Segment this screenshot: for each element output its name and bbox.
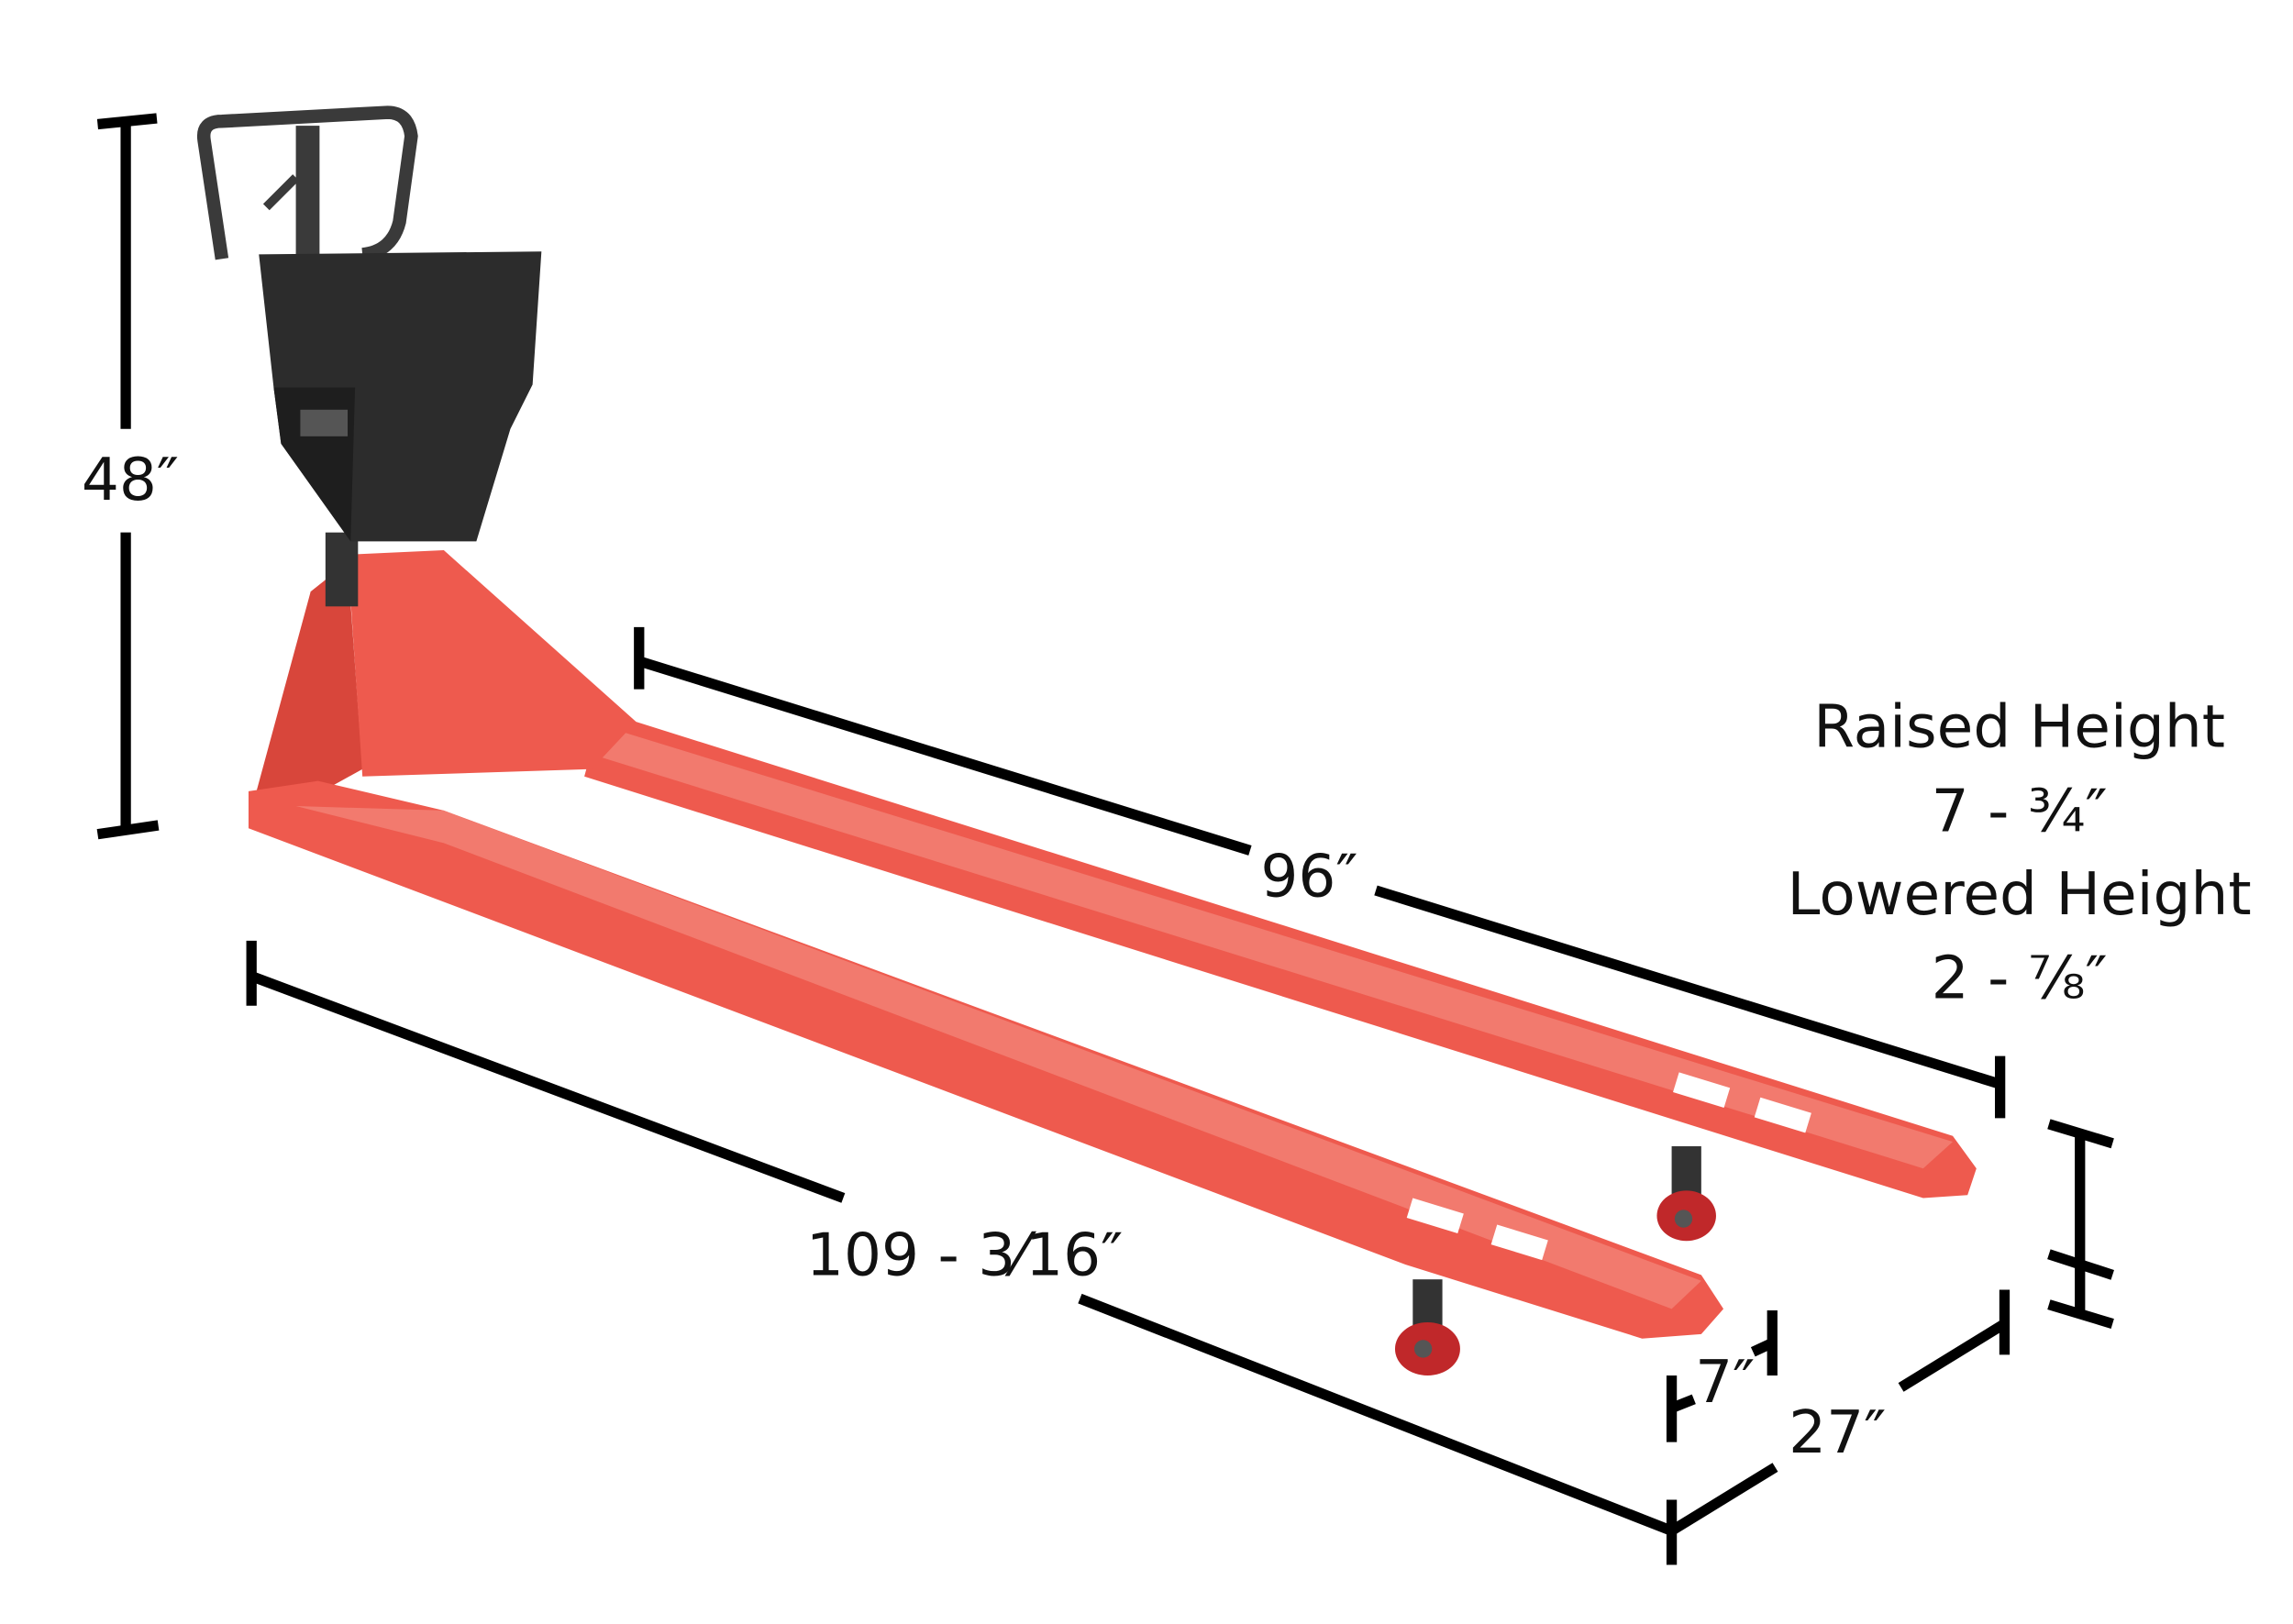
dimension-overall-height: 48″	[82, 113, 179, 840]
dim-line	[1668, 1463, 1778, 1536]
fork-length-label: 96″	[1260, 842, 1357, 911]
pump-post	[325, 532, 359, 607]
overall-length-label: 109 - 3⁄16″	[806, 1221, 1123, 1289]
dim-line	[249, 971, 846, 1203]
handle	[196, 105, 418, 261]
fork-cutout	[1754, 1097, 1811, 1133]
left-wheel-hub	[1413, 1340, 1433, 1358]
overall-height-label: 48″	[82, 446, 179, 514]
raised-height-value: 7 - ¾″	[1932, 777, 2108, 845]
dim-line	[1898, 1319, 2008, 1392]
left-fork-top	[295, 806, 1701, 1309]
handle-shaft	[295, 126, 320, 267]
dimension-overall-length: 109 - 3⁄16″	[246, 940, 1678, 1565]
dim-line	[1669, 1394, 1696, 1413]
raised-height-label: Raised Height	[1813, 693, 2225, 762]
dimension-fork-width: 7″	[1666, 1310, 1778, 1442]
lowered-height-value: 2 - ⅞″	[1932, 945, 2108, 1013]
dimension-fork-length: 96″	[634, 626, 2006, 1119]
dim-tick	[96, 820, 160, 840]
fork-cutout	[1406, 1198, 1464, 1234]
right-fork-top	[592, 724, 1954, 1169]
dimension-lift-height	[2047, 1119, 2114, 1329]
dim-line	[637, 656, 1252, 856]
fork-cutout	[1673, 1072, 1731, 1108]
overall-width-label: 27″	[1789, 1398, 1886, 1467]
fork-width-label: 7″	[1695, 1348, 1755, 1417]
right-wheel-hub	[1674, 1210, 1693, 1228]
housing-handle-slot	[300, 409, 349, 436]
lowered-height-label: Lowered Height	[1788, 860, 2252, 929]
frame-side	[254, 561, 363, 807]
dim-line	[1374, 885, 2002, 1089]
dim-line	[1078, 1293, 1674, 1536]
dim-tick	[2047, 1299, 2114, 1329]
dim-tick	[2047, 1249, 2114, 1280]
height-specs: Raised Height 7 - ¾″ Lowered Height 2 - …	[1788, 693, 2252, 1013]
fork-cutout	[1490, 1224, 1548, 1261]
frame-gusset	[348, 550, 637, 777]
release-lever	[262, 174, 300, 211]
dimension-overall-width: 27″	[1668, 1289, 2011, 1536]
pallet-jack-illustration	[196, 105, 1977, 1376]
left-fork	[248, 780, 1724, 1339]
